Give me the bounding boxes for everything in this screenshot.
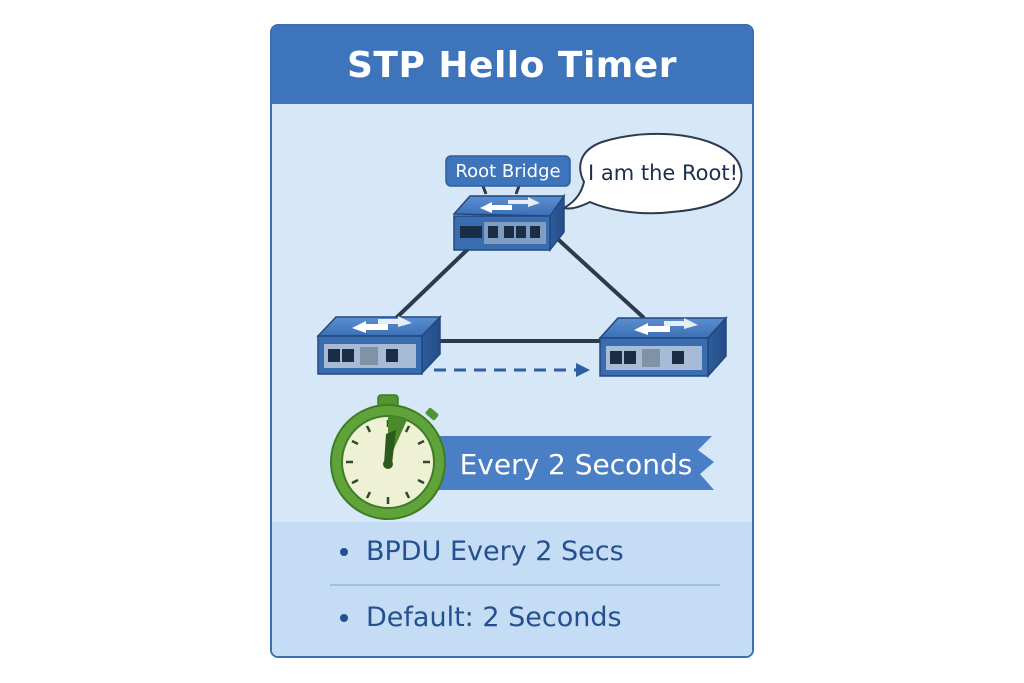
link-root-left (390, 247, 470, 324)
timer-banner-text: Every 2 Seconds (460, 448, 693, 481)
page-title: STP Hello Timer (347, 44, 677, 86)
topology-diagram: Root Bridge I am the Root! (272, 104, 752, 544)
stopwatch-icon (330, 394, 446, 520)
bullet-dot (340, 613, 348, 622)
speech-bubble-text: I am the Root! (588, 161, 738, 185)
link-root-right (548, 230, 646, 320)
info-card: STP Hello Timer (270, 24, 754, 658)
topology-svg: Root Bridge I am the Root! (316, 132, 743, 520)
root-switch (452, 193, 566, 253)
bullet-divider (330, 584, 720, 586)
speech-bubble: I am the Root! (561, 132, 743, 215)
network-switch-icon (352, 316, 412, 333)
arrow-right-icon (576, 363, 590, 377)
timer-banner: Every 2 Seconds (402, 436, 714, 490)
summary-panel (272, 522, 752, 656)
network-switch-icon (634, 318, 698, 335)
bullet-item: Default: 2 Seconds (340, 602, 622, 633)
card-header: STP Hello Timer (272, 26, 752, 104)
network-switch-icon (480, 197, 540, 213)
root-bridge-label: Root Bridge (455, 161, 560, 182)
bullet-dot (340, 547, 348, 556)
bullet-text: BPDU Every 2 Secs (366, 536, 624, 567)
root-bridge-badge: Root Bridge (445, 155, 571, 187)
right-switch (598, 316, 728, 378)
hello-direction-arrow (434, 363, 590, 377)
bullet-text: Default: 2 Seconds (366, 602, 622, 633)
left-switch (316, 315, 442, 375)
bullet-item: BPDU Every 2 Secs (340, 536, 624, 567)
